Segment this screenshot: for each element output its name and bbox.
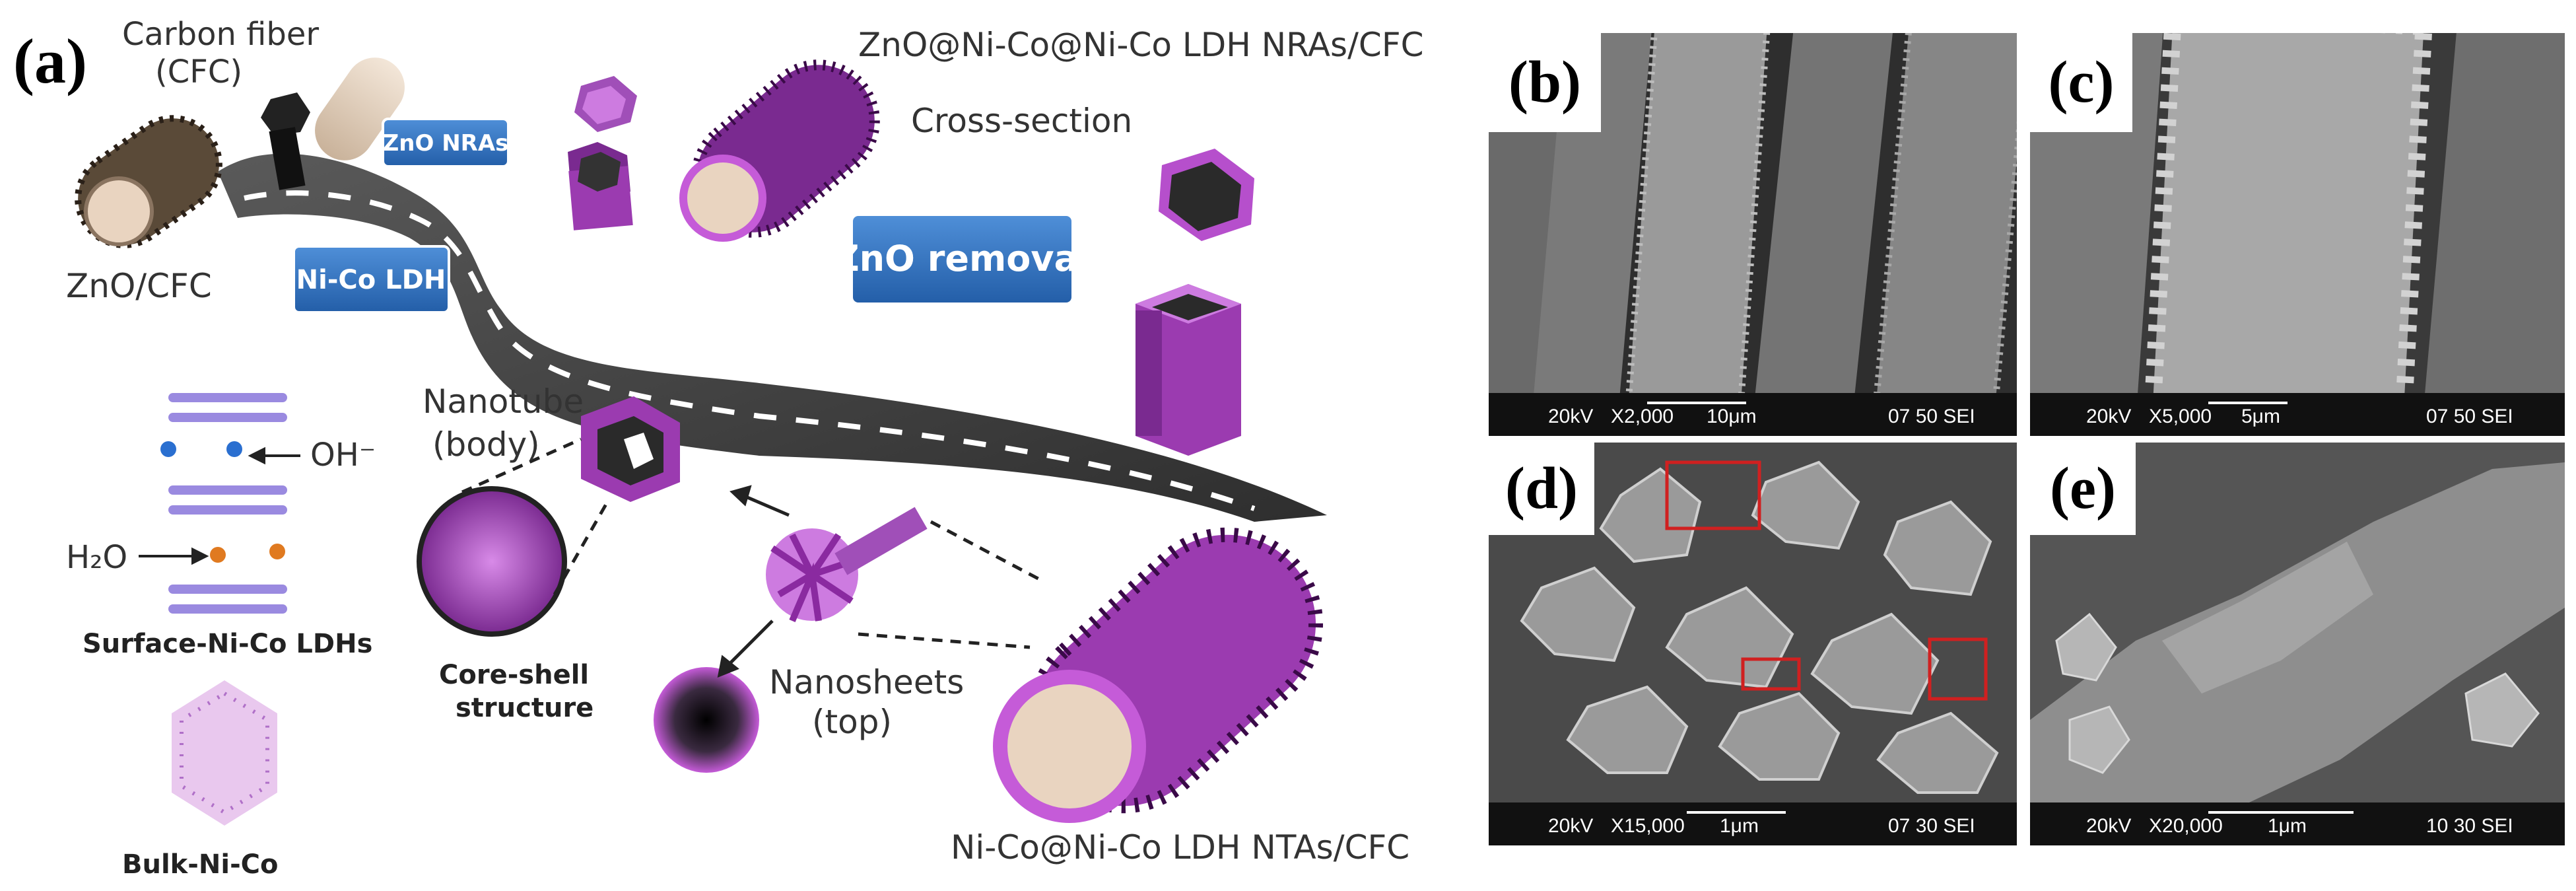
carbon-fiber-label-cfc: (CFC)	[155, 53, 242, 90]
sem-panel-d: (d) 20kV X15,000 1μm 07 30 SEI	[1489, 443, 2017, 845]
sem-panel-b: (b) 20kV X2,000 10μm 07 50 SEI	[1489, 33, 2017, 436]
panel-b-letter: (b)	[1489, 33, 1601, 132]
ldh-layer-1	[168, 393, 287, 422]
ldh-layer-3	[168, 585, 287, 614]
process-arrows	[717, 485, 1044, 678]
h2o-molecule	[269, 544, 285, 559]
zno-cfc-label: ZnO/CFC	[66, 267, 212, 305]
carbon-fiber-bare	[315, 57, 405, 160]
panel-e-letter: (e)	[2030, 443, 2136, 535]
bulk-nico-lattice	[172, 680, 277, 826]
ldh-layer-2	[168, 485, 287, 515]
ntas-cfc-title: Ni-Co@Ni-Co LDH NTAs/CFC	[951, 828, 1409, 867]
cross-section-label: Cross-section	[911, 102, 1132, 140]
oh-label: OH⁻	[310, 437, 376, 474]
zno-removal-badge: ZnO removal	[833, 213, 1091, 305]
sem-image-b	[1489, 33, 2017, 436]
cross-section-hexagon-top	[1159, 149, 1254, 241]
core-shell-circle	[654, 667, 759, 773]
sem-scale-d: 1μm	[1720, 815, 1759, 837]
carbon-fiber-label: Carbon fiber	[122, 16, 319, 53]
schematic-panel-a: ZnO NRAs Ni-Co LDH ZnO removal (a) Carbo…	[13, 16, 1424, 880]
zno-rod-small	[269, 127, 306, 190]
nras-cfc-title: ZnO@Ni-Co@Ni-Co LDH NRAs/CFC	[858, 26, 1424, 64]
scalebar-c: 20kV X5,000 5μm 07 50 SEI	[2030, 396, 2565, 436]
nanotube-zoom-lens	[417, 437, 609, 637]
sem-kv-b: 20kV	[1548, 406, 1594, 427]
road-lane-markings	[244, 190, 1256, 511]
sem-info-d: 07 30 SEI	[1888, 815, 1975, 837]
sem-info-b: 07 50 SEI	[1888, 406, 1975, 427]
surface-ldh-label: Surface-Ni-Co LDHs	[83, 629, 372, 659]
zno-nras-badge: ZnO NRAs	[382, 118, 510, 168]
h2o-label: H₂O	[66, 539, 127, 576]
zno-nras-badge-label: ZnO NRAs	[383, 130, 509, 157]
scalebar-d: 20kV X15,000 1μm 07 30 SEI	[1489, 806, 2017, 845]
sem-scale-c: 5μm	[2241, 406, 2280, 427]
purple-hexagon-top	[574, 76, 637, 132]
schematic-svg: ZnO NRAs Ni-Co LDH ZnO removal (a) Carbo…	[13, 16, 1424, 880]
sem-scale-b: 10μm	[1707, 406, 1757, 427]
zno-cfc-fiber	[75, 115, 222, 248]
sem-kv-e: 20kV	[2086, 815, 2132, 837]
scalebar-b: 20kV X2,000 10μm 07 50 SEI	[1489, 396, 2017, 436]
oh-ion	[160, 441, 176, 457]
zno-removal-badge-label: ZnO removal	[833, 238, 1090, 279]
sem-panel-c: (c) 20kV X5,000 5μm 07 50 SEI	[2030, 33, 2565, 436]
sem-kv-d: 20kV	[1548, 815, 1594, 837]
sem-mag-d: X15,000	[1611, 815, 1685, 837]
sem-image-d	[1489, 443, 2017, 845]
scalebar-e: 20kV X20,000 1μm 10 30 SEI	[2030, 806, 2565, 845]
sem-info-c: 07 50 SEI	[2426, 406, 2513, 427]
highlight-box	[1928, 637, 1988, 701]
nras-cfc-tube	[679, 59, 880, 242]
nico-ldh-badge: Ni-Co LDH	[292, 245, 450, 314]
panel-a-letter: (a)	[13, 26, 87, 96]
sem-kv-c: 20kV	[2086, 406, 2132, 427]
sem-mag-e: X20,000	[2149, 815, 2223, 837]
nanotube-label: Nanotube	[423, 382, 584, 421]
core-shell-label: Core-shell	[439, 660, 589, 690]
nanosheets-label: Nanosheets	[769, 663, 964, 701]
panel-d-letter: (d)	[1489, 443, 1594, 535]
sem-info-e: 10 30 SEI	[2426, 815, 2513, 837]
highlight-box	[1741, 657, 1801, 691]
sem-panel-e: (e) 20kV X20,000 1μm 10 30 SEI	[2030, 443, 2565, 845]
road	[218, 153, 1327, 522]
panel-c-letter: (c)	[2030, 33, 2132, 132]
nanotube-body-hexagon	[581, 396, 680, 502]
cross-section-hexagon-prism	[1135, 284, 1241, 456]
nanotube-body-label: (body)	[432, 425, 540, 464]
core-shell-structure-label: structure	[456, 693, 593, 723]
ldh-layers-diagram	[160, 393, 287, 614]
bulk-nico-label: Bulk-Ni-Co	[122, 849, 279, 880]
nico-ldh-badge-label: Ni-Co LDH	[296, 265, 446, 295]
zno-hexagon-small	[261, 92, 310, 135]
highlight-box	[1665, 460, 1761, 530]
sem-scale-e: 1μm	[2268, 815, 2307, 837]
purple-hexagon-prism	[568, 142, 633, 231]
sem-mag-c: X5,000	[2149, 406, 2212, 427]
ldh-arrows	[139, 446, 300, 565]
oh-ion	[226, 441, 242, 457]
nanosheets-top-label: (top)	[812, 703, 892, 741]
ntas-cfc-tube	[993, 527, 1324, 823]
sem-mag-b: X2,000	[1611, 406, 1674, 427]
nanosheet-flower	[766, 507, 928, 622]
h2o-molecule	[210, 547, 226, 563]
